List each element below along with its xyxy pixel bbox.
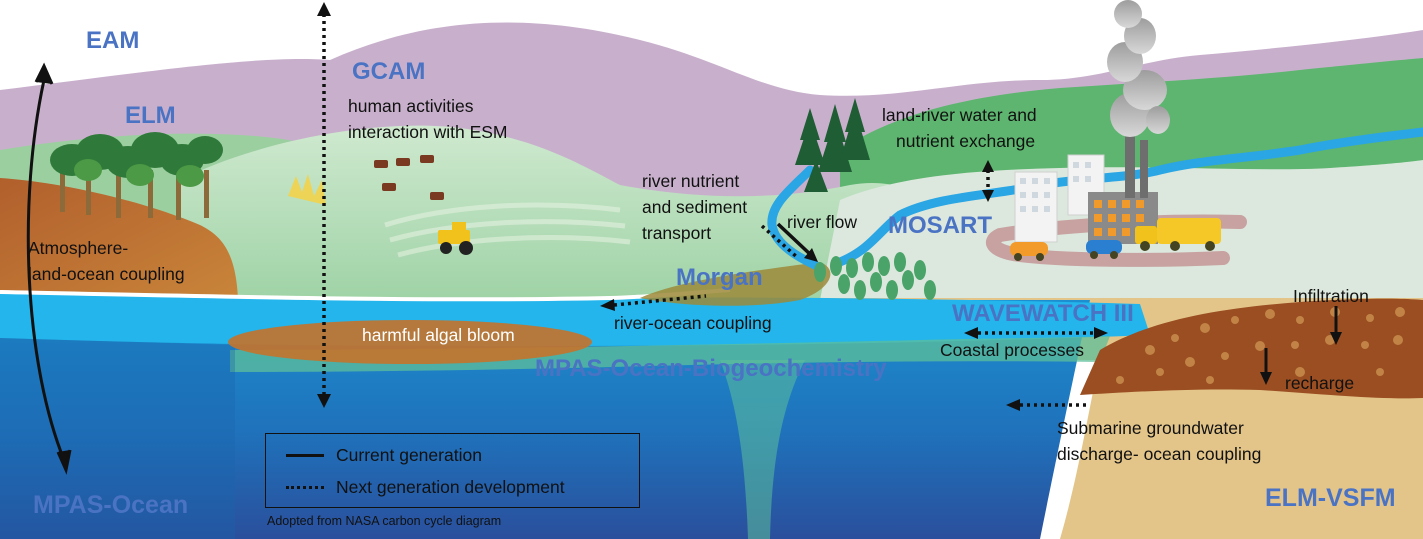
recharge-label: recharge <box>1285 373 1355 393</box>
recharge-arrow <box>1260 348 1272 385</box>
legend-next-label: Next generation development <box>336 476 565 497</box>
gcam-vertical-arrow <box>317 2 331 408</box>
legend: Current generation Next generation devel… <box>265 433 640 508</box>
label-morgan: Morgan <box>676 264 763 291</box>
label-eam: EAM <box>86 27 140 54</box>
atm-coupling-line2: land-ocean coupling <box>28 264 185 284</box>
river-flow-label: river flow <box>787 212 858 232</box>
delta-sediment <box>640 262 831 306</box>
smoke-plume <box>1107 0 1170 137</box>
coastal-processes-arrow <box>964 327 1108 339</box>
legend-row-current: Current generation <box>266 442 482 468</box>
farm-fields <box>384 202 631 258</box>
infiltration-label: Infiltration <box>1293 286 1369 306</box>
vehicles <box>1010 218 1221 261</box>
land-river-exchange-arrow <box>982 160 994 202</box>
middle-green-hills <box>180 125 940 300</box>
algal-bloom-patch <box>228 320 592 364</box>
sgd-line2: discharge- ocean coupling <box>1057 444 1262 464</box>
algal-bloom-label: harmful algal bloom <box>362 325 515 345</box>
label-mosart: MOSART <box>888 212 992 239</box>
solid-line-swatch <box>286 453 324 457</box>
label-elm-vsfm: ELM-VSFM <box>1265 484 1396 512</box>
legend-row-next: Next generation development <box>266 474 565 500</box>
river-nutrient-line1: river nutrient <box>642 171 740 191</box>
river <box>767 127 1423 270</box>
atm-coupling-line1: Atmosphere- <box>28 238 129 258</box>
land-river-line1: land-river water and <box>882 105 1037 125</box>
dotted-line-swatch <box>286 485 324 489</box>
cattle <box>374 155 444 200</box>
label-elm: ELM <box>125 102 176 129</box>
left-forest <box>50 132 223 220</box>
river-flow-arrow <box>776 222 818 262</box>
atmosphere-ocean-coupling-arrow <box>26 62 72 475</box>
soil-slope <box>0 178 238 300</box>
land-river-line2: nutrient exchange <box>896 131 1036 151</box>
gcam-note-line1: human activities <box>348 96 474 116</box>
infiltration-arrow <box>1330 306 1342 345</box>
label-mpas-ocean: MPAS-Ocean <box>33 491 189 519</box>
label-mpas-obgc: MPAS-Ocean-Biogeochemistry <box>535 355 887 382</box>
left-sediment-column <box>0 338 235 539</box>
wildfire-patch <box>288 174 326 205</box>
sgd-coupling-arrow <box>1006 399 1088 411</box>
label-wavewatch: WAVEWATCH III <box>952 300 1134 327</box>
river-nutrient-line2: and sediment <box>642 197 748 217</box>
coastal-processes-label: Coastal processes <box>940 340 1084 360</box>
tractor-icon <box>438 222 473 255</box>
river-ocean-coupling-label: river-ocean coupling <box>614 313 772 333</box>
wetland-trees <box>814 252 936 300</box>
river-nutrient-line3: transport <box>642 223 712 243</box>
downwelling-plume <box>720 360 805 539</box>
river-ocean-coupling-arrow <box>600 294 707 311</box>
conifer-trees <box>795 98 870 192</box>
gcam-note-line2: interaction with ESM <box>348 122 508 142</box>
sgd-line1: Submarine groundwater <box>1057 418 1244 438</box>
label-gcam: GCAM <box>352 58 426 85</box>
river-nutrient-arrow <box>760 224 800 260</box>
legend-current-label: Current generation <box>336 444 482 465</box>
source-credit: Adopted from NASA carbon cycle diagram <box>267 514 502 528</box>
